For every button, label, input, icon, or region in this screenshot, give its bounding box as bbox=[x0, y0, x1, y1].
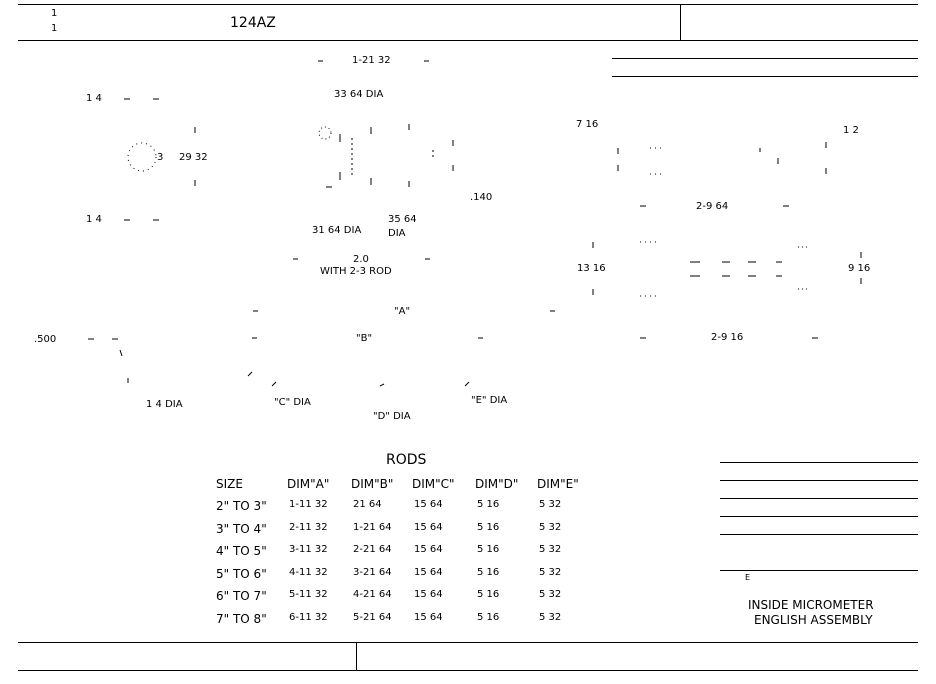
dim-1-2: 1 2 bbox=[843, 125, 859, 136]
rods-value-cell: 5 16 bbox=[477, 611, 500, 623]
rods-value-cell: 6-11 32 bbox=[289, 611, 328, 623]
rods-value-cell: 2-11 32 bbox=[289, 521, 328, 533]
dim-a: "A" bbox=[394, 306, 411, 317]
rods-size-cell: 4" TO 5" bbox=[216, 544, 267, 558]
rods-value-cell: 4-21 64 bbox=[353, 589, 392, 600]
block-line-3 bbox=[720, 498, 918, 499]
rods-header-cell: DIM"B" bbox=[351, 477, 394, 491]
rods-value-cell: 3-21 64 bbox=[353, 566, 392, 578]
rods-value-cell: 5 32 bbox=[539, 611, 562, 623]
rods-value-cell: 15 64 bbox=[414, 589, 443, 600]
dim-2-0: 2.0 bbox=[353, 254, 369, 265]
dim-b: "B" bbox=[356, 333, 373, 344]
dim-13-16: 13 16 bbox=[577, 263, 606, 274]
rods-size-cell: 5" TO 6" bbox=[216, 566, 267, 581]
rods-value-cell: 3-11 32 bbox=[289, 544, 328, 555]
bottom-line-2 bbox=[18, 670, 918, 671]
dim-2-9-64: 2-9 64 bbox=[696, 201, 729, 212]
dim-29-32: 29 32 bbox=[179, 152, 208, 163]
dim-e-dia: "E" DIA bbox=[471, 395, 508, 406]
dim-35-64: 35 64 bbox=[388, 214, 417, 225]
rods-header-cell: DIM"C" bbox=[412, 477, 455, 491]
rods-value-cell: 5 16 bbox=[477, 589, 500, 600]
rods-value-cell: 5 32 bbox=[539, 589, 562, 600]
dim-35-64-dia: DIA bbox=[388, 228, 406, 239]
sheet-number-bottom: 1 bbox=[51, 23, 58, 34]
notes-line-1 bbox=[612, 58, 918, 59]
rods-header-cell: SIZE bbox=[216, 477, 243, 491]
rods-value-cell: 15 64 bbox=[414, 499, 443, 510]
rods-table-title: RODS bbox=[386, 452, 427, 468]
bottom-line-1 bbox=[18, 642, 918, 643]
title-divider bbox=[680, 4, 681, 40]
rods-value-cell: 15 64 bbox=[414, 611, 443, 623]
block-line-4 bbox=[720, 516, 918, 517]
rods-header-cell: DIM"A" bbox=[287, 477, 330, 491]
rods-value-cell: 4-11 32 bbox=[289, 566, 328, 578]
rods-value-cell: 15 64 bbox=[414, 544, 443, 555]
rods-value-cell: 21 64 bbox=[353, 499, 382, 510]
dim-140: .140 bbox=[470, 192, 493, 203]
bottom-divider bbox=[356, 642, 357, 670]
dim-with-rod: WITH 2-3 ROD bbox=[320, 266, 392, 277]
dim-center: 3 bbox=[157, 152, 164, 163]
rods-header-cell: DIM"D" bbox=[475, 477, 519, 491]
rods-value-cell: 5-11 32 bbox=[289, 589, 328, 600]
dim-c-dia: "C" DIA bbox=[274, 397, 311, 408]
description-line-1: INSIDE MICROMETER bbox=[748, 598, 874, 612]
block-line-5 bbox=[720, 534, 918, 535]
part-number: 124AZ bbox=[230, 15, 276, 31]
dim-2-9-16: 2-9 16 bbox=[711, 332, 744, 343]
dim-d-dia: "D" DIA bbox=[373, 411, 411, 422]
rods-value-cell: 5 32 bbox=[539, 499, 562, 510]
dim-9-16: 9 16 bbox=[848, 263, 871, 274]
rods-value-cell: 2-21 64 bbox=[353, 544, 392, 555]
rods-value-cell: 15 64 bbox=[414, 566, 443, 578]
border-top bbox=[18, 4, 918, 5]
rods-size-cell: 6" TO 7" bbox=[216, 589, 267, 603]
dim-1-21-32: 1-21 32 bbox=[352, 55, 391, 66]
rods-value-cell: 5 32 bbox=[539, 544, 562, 555]
rods-value-cell: 15 64 bbox=[414, 521, 443, 533]
rods-value-cell: 5 16 bbox=[477, 566, 500, 578]
rods-value-cell: 5 16 bbox=[477, 521, 500, 533]
block-line-6 bbox=[720, 570, 918, 571]
description-line-2: ENGLISH ASSEMBLY bbox=[754, 613, 873, 627]
dim-1-4-top: 1 4 bbox=[86, 93, 102, 104]
sheet-number-top: 1 bbox=[51, 8, 58, 19]
rods-size-cell: 7" TO 8" bbox=[216, 611, 267, 626]
rods-value-cell: 5 16 bbox=[477, 544, 500, 555]
rods-value-cell: 5 32 bbox=[539, 566, 562, 578]
rods-value-cell: 1-11 32 bbox=[289, 499, 328, 510]
rods-value-cell: 5-21 64 bbox=[353, 611, 392, 623]
rods-size-cell: 2" TO 3" bbox=[216, 499, 267, 513]
rods-value-cell: 1-21 64 bbox=[353, 521, 392, 533]
block-line-1 bbox=[720, 462, 918, 463]
notes-line-2 bbox=[612, 76, 918, 77]
dim-33-64-dia: 33 64 DIA bbox=[334, 89, 384, 100]
dim-500: .500 bbox=[34, 334, 57, 345]
block-line-2 bbox=[720, 480, 918, 481]
dim-1-4-bottom: 1 4 bbox=[86, 214, 102, 225]
dim-7-16: 7 16 bbox=[576, 119, 599, 130]
rods-size-cell: 3" TO 4" bbox=[216, 521, 267, 536]
rods-value-cell: 5 32 bbox=[539, 521, 562, 533]
small-mark: E bbox=[745, 573, 751, 582]
rods-header-cell: DIM"E" bbox=[537, 477, 579, 491]
rods-value-cell: 5 16 bbox=[477, 499, 500, 510]
dim-31-64-dia: 31 64 DIA bbox=[312, 225, 362, 236]
dim-1-4-dia: 1 4 DIA bbox=[146, 399, 183, 410]
title-row-bottom bbox=[18, 40, 918, 41]
